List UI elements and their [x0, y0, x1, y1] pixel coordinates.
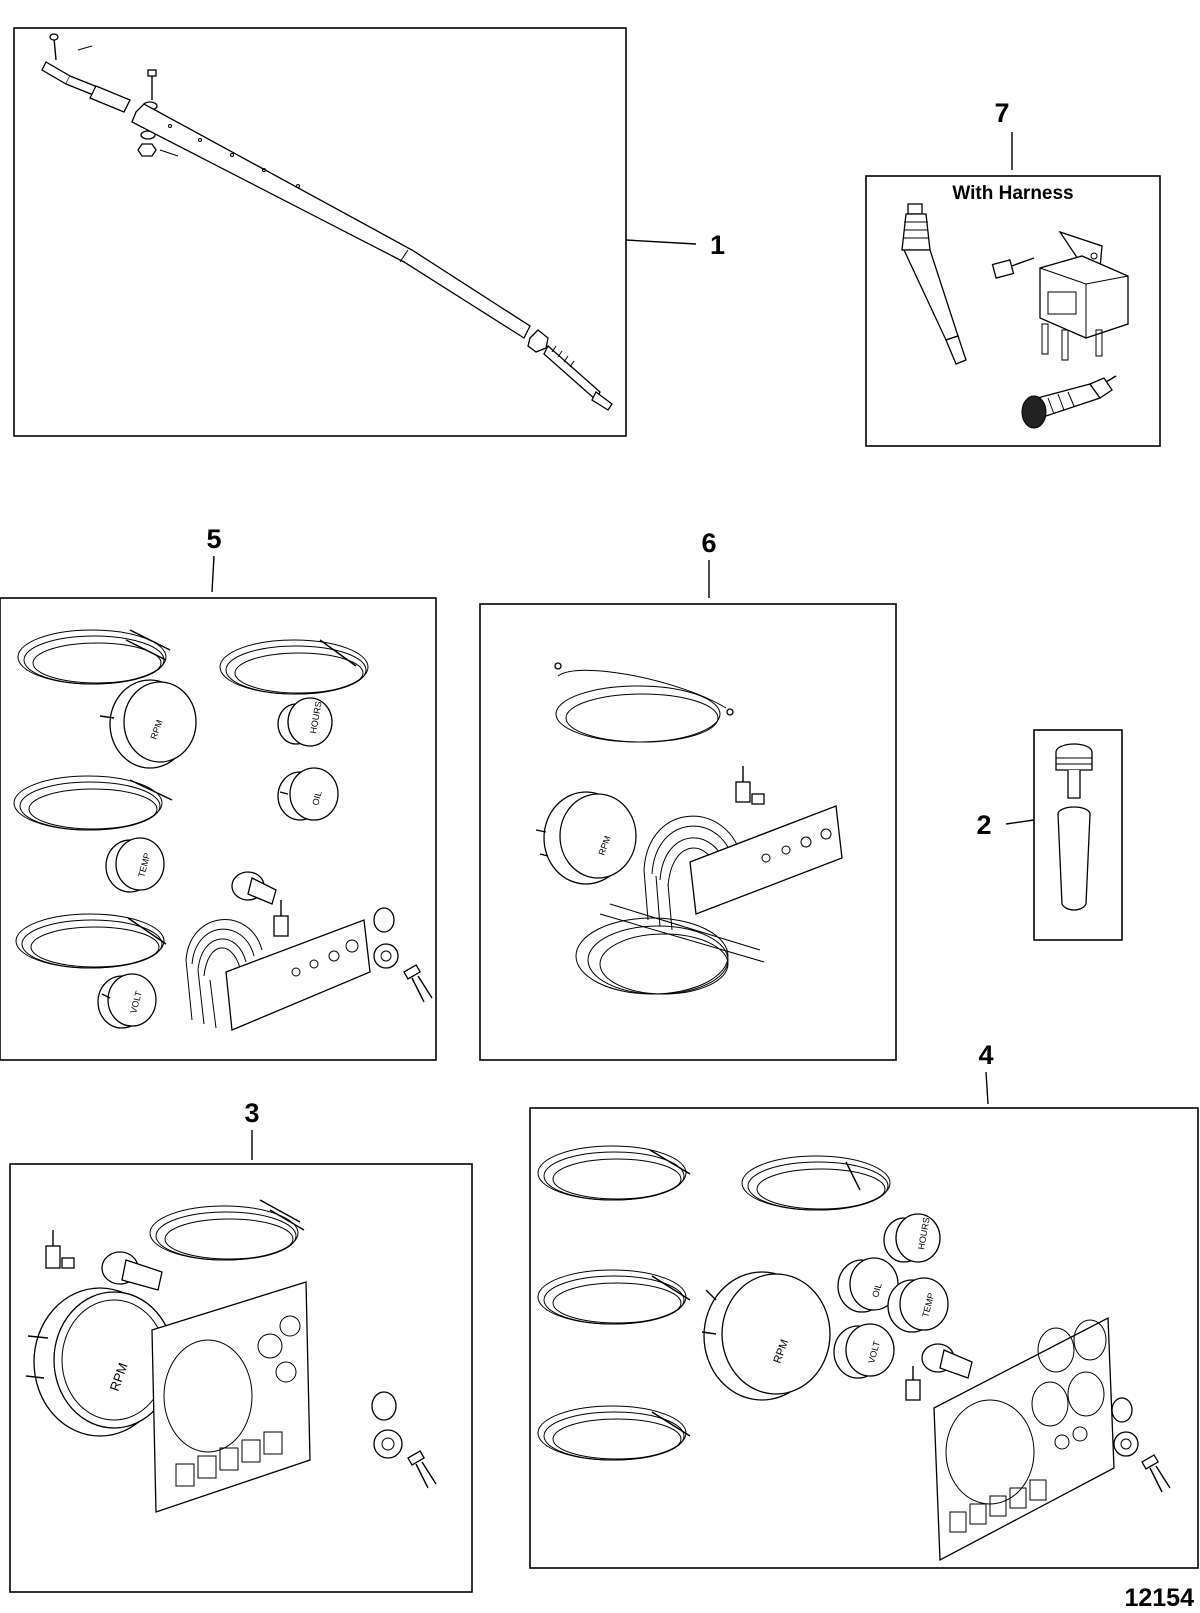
panel-4-full-panel-kit: 4 RPM OIL HOURS — [529, 1040, 1199, 1569]
panel-5-hour-meter: HOURS — [277, 697, 333, 747]
panel-2-fitting-kit: 2 — [976, 729, 1123, 941]
panel-3-ignition-switch — [101, 1251, 163, 1291]
panel-3-toggle-switch — [45, 1230, 75, 1269]
callout-2: 2 — [976, 810, 991, 840]
panel-5-ignition-switch — [231, 871, 289, 937]
panel-4-hour-meter: HOURS — [883, 1213, 941, 1263]
panel-4-oil-gauge: OIL — [837, 1257, 899, 1313]
panel-4-ignition-switch — [905, 1343, 973, 1401]
panel-4-volt-gauge: VOLT — [833, 1323, 895, 1379]
figure-number: 12154 — [1124, 1584, 1194, 1612]
callout-5: 5 — [206, 524, 221, 554]
panel-5-oil-gauge: OIL — [277, 767, 339, 821]
panel-5-oil-label: OIL — [310, 790, 323, 807]
glow-plug-part — [901, 203, 967, 365]
panel-1-rod-assembly: 1 — [13, 27, 725, 437]
callout-6: 6 — [701, 528, 716, 558]
panel-5-mounting-plate — [225, 919, 371, 1031]
panel-4-oil-label: OIL — [870, 1282, 883, 1299]
panel-4-temp-gauge: TEMP — [887, 1277, 949, 1333]
callout-7: 7 — [994, 98, 1009, 128]
panel-5-instrument-kit: 5 RPM HOURS O — [0, 524, 437, 1061]
panel-5-key-switch — [373, 907, 433, 1003]
panel-1-frame — [13, 27, 627, 437]
callout-4: 4 — [978, 1040, 993, 1070]
panel-7-harness-kit: 7 With Harness — [865, 98, 1161, 447]
callout-1: 1 — [710, 230, 725, 260]
panel-3-key-switch — [371, 1391, 437, 1489]
panel-4-tachometer: RPM — [701, 1271, 831, 1401]
panel-3-dash-panel — [151, 1281, 311, 1513]
panel-5-tachometer: RPM — [99, 679, 197, 769]
relay-part — [991, 230, 1129, 361]
panel-6-mounting-plate — [689, 805, 843, 915]
panel-6-tachometer: RPM — [535, 791, 637, 885]
panel-4-key-switch — [1111, 1397, 1171, 1493]
panel-5-temp-gauge: TEMP — [105, 837, 165, 893]
panel-6-toggle-switch — [735, 766, 765, 805]
panel-3-tachometer: RPM — [25, 1287, 175, 1437]
callout-3: 3 — [244, 1098, 259, 1128]
temp-switch-part — [1021, 375, 1117, 429]
panel-7-caption: With Harness — [952, 183, 1073, 204]
panel-4-dash-panel — [933, 1316, 1115, 1562]
panel-5-volt-gauge: VOLT — [97, 973, 157, 1029]
panel-6-tachometer-kit: 6 RPM — [479, 528, 897, 1061]
panel-3-panel-kit: 3 RPM — [9, 1098, 473, 1593]
